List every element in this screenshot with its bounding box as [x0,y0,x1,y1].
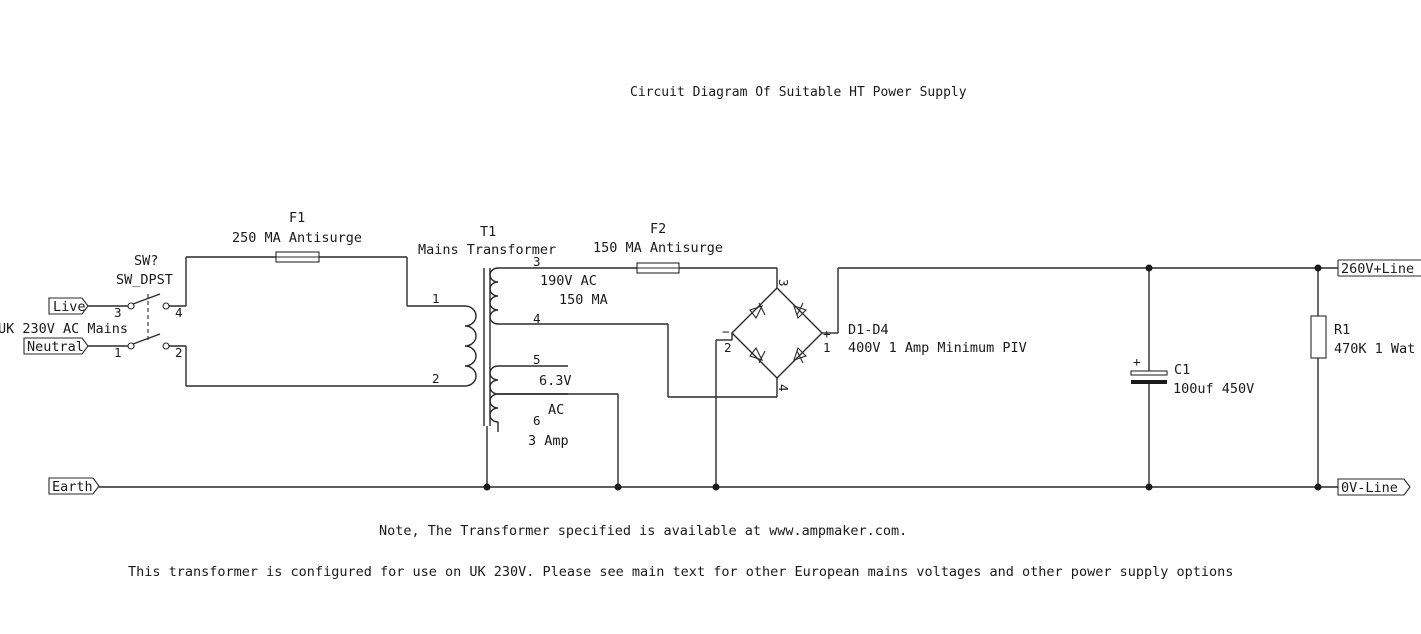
live-port: Live [48,297,89,315]
switch-ref: SW? [134,253,158,269]
bridge-ref: D1-D4 [848,322,889,338]
heater-rating-current: 3 Amp [528,433,569,449]
bridge-pin-1: 1 [823,340,831,355]
heater-rating-type: AC [548,402,564,418]
bridge-minus: − [722,324,730,339]
fuse-f2-ref: F2 [650,221,666,237]
switch-sw-dpst: SW? SW_DPST 3 4 1 2 [88,253,186,360]
switch-pin-1: 1 [114,345,122,360]
fuse-f1-ref: F1 [289,210,305,226]
capacitor-plus: + [1133,354,1141,369]
ht-out-port: 260V+Line [1337,259,1421,277]
ht-pin-4: 4 [533,311,541,326]
resistor-value: 470K 1 Wat [1334,341,1415,357]
switch-pin-4: 4 [175,305,183,320]
transformer-ref: T1 [480,224,496,240]
switch-pin-2: 2 [175,345,183,360]
junction-dots [483,264,1322,491]
fuse-f2: F2 150 MA Antisurge [593,221,723,274]
zero-v-port-label: 0V-Line [1341,480,1398,496]
ht-out-port-label: 260V+Line [1341,261,1414,277]
neutral-port-label: Neutral [27,339,84,355]
note-transformer-source: Note, The Transformer specified is avail… [379,523,907,539]
earth-port: Earth [48,477,100,495]
bridge-pin-4: 4 [776,384,791,392]
fuse-f2-value: 150 MA Antisurge [593,240,723,256]
neutral-port: Neutral [23,337,89,355]
bridge-pin-3: 3 [776,279,791,287]
fuse-f1: F1 250 MA Antisurge [232,210,362,263]
heater-rating-voltage: 6.3V [539,373,572,389]
ht-rating-current: 150 MA [559,292,608,308]
fuse-f1-value: 250 MA Antisurge [232,230,362,246]
primary-pin-1: 1 [432,291,440,306]
bridge-rectifier-d1-d4: − + 2 1 3 4 D1-D4 400V 1 Amp Minimum PIV [716,279,1027,392]
mains-label: UK 230V AC Mains [0,321,128,337]
transformer-value: Mains Transformer [418,242,556,258]
heater-pin-5: 5 [533,352,541,367]
switch-value: SW_DPST [116,272,173,288]
resistor-ref: R1 [1334,322,1350,338]
capacitor-c1: + C1 100uf 450V [1130,268,1254,487]
ht-pin-3: 3 [533,254,541,269]
switch-pin-3: 3 [114,305,122,320]
capacitor-ref: C1 [1174,362,1190,378]
bridge-pin-2: 2 [724,340,732,355]
live-port-label: Live [53,299,86,315]
primary-pin-2: 2 [432,371,440,386]
earth-port-label: Earth [52,479,93,495]
bridge-value: 400V 1 Amp Minimum PIV [848,340,1027,356]
transformer-t1: T1 Mains Transformer 1 2 3 4 190V AC 150… [418,224,608,449]
diagram-title: Circuit Diagram Of Suitable HT Power Sup… [630,85,967,100]
heater-pin-6: 6 [533,413,541,428]
resistor-r1: R1 470K 1 Wat [1310,268,1415,487]
zero-v-port: 0V-Line [1337,478,1411,496]
capacitor-value: 100uf 450V [1173,381,1254,397]
ht-rating-voltage: 190V AC [540,273,597,289]
note-mains-configuration: This transformer is configured for use o… [128,564,1233,580]
